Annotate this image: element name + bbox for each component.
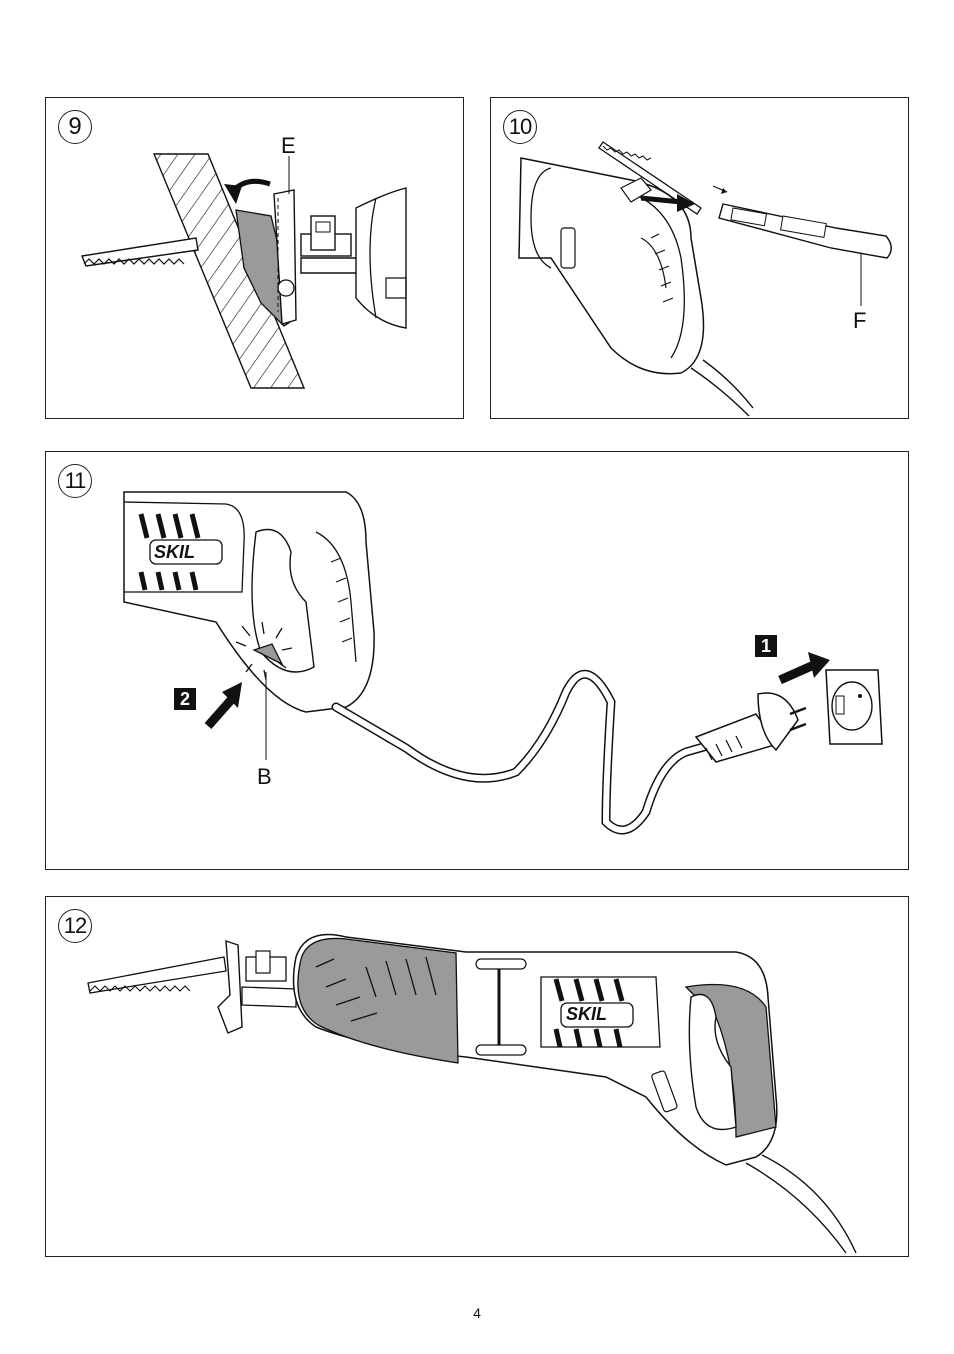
callout-f-label: F <box>853 310 866 332</box>
skil-logo: SKIL <box>154 542 195 563</box>
figure-9-number: 9 <box>58 110 92 144</box>
step-1-badge: 1 <box>755 635 777 657</box>
page-number: 4 <box>0 1305 954 1321</box>
figure-12-illustration <box>46 897 909 1257</box>
callout-e-label: E <box>281 135 296 157</box>
figure-10-number: 10 <box>503 110 537 144</box>
callout-b-label: B <box>257 766 272 788</box>
step-2-badge: 2 <box>174 688 196 710</box>
figure-11-panel: 11 SKIL 1 2 B <box>45 451 909 870</box>
figure-10-panel: 10 F <box>490 97 909 419</box>
figure-10-illustration <box>491 98 909 419</box>
figure-9-illustration <box>46 98 464 419</box>
figure-12-panel: 12 SKIL <box>45 896 909 1257</box>
figure-12-number: 12 <box>58 909 92 943</box>
skil-logo: SKIL <box>566 1004 607 1025</box>
figure-11-illustration <box>46 452 909 870</box>
figure-9-panel: 9 E <box>45 97 464 419</box>
figure-11-number: 11 <box>58 464 92 498</box>
